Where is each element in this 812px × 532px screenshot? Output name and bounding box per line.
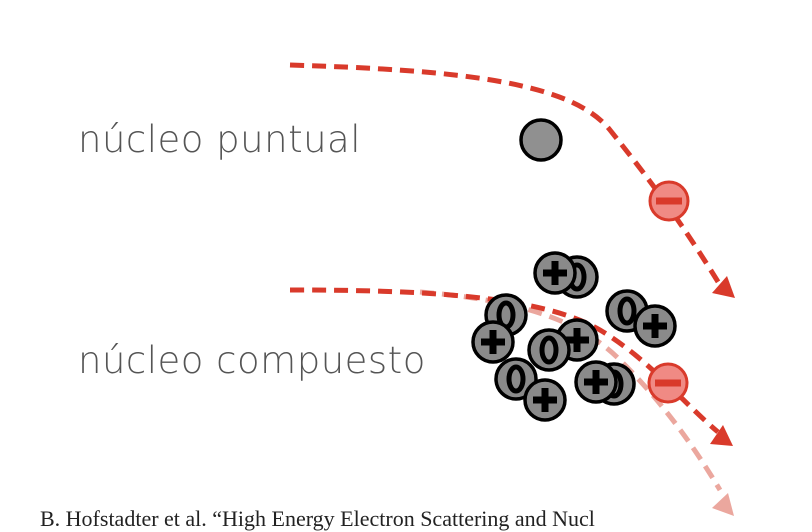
electron-minus-icon (647, 362, 689, 404)
arrowhead-icon (712, 276, 735, 298)
neutron-zero-icon (529, 330, 569, 370)
trajectory-point-nucleus (289, 62, 735, 298)
proton-plus-icon (473, 322, 513, 362)
label-point-nucleus: núcleo puntual (78, 118, 361, 161)
proton-plus-icon (635, 306, 675, 346)
point-nucleus (519, 118, 563, 162)
proton-plus-icon (525, 380, 565, 420)
arrowhead-icon (712, 493, 734, 516)
proton-plus-icon (535, 253, 575, 293)
composite-nucleus (473, 253, 675, 420)
arrowhead-icon (710, 425, 733, 446)
caption: B. Hofstadter et al. “High Energy Electr… (40, 506, 595, 531)
electron-minus-icon (648, 180, 690, 222)
label-composite-nucleus: núcleo compuesto (78, 339, 426, 382)
proton-plus-icon (576, 362, 616, 402)
